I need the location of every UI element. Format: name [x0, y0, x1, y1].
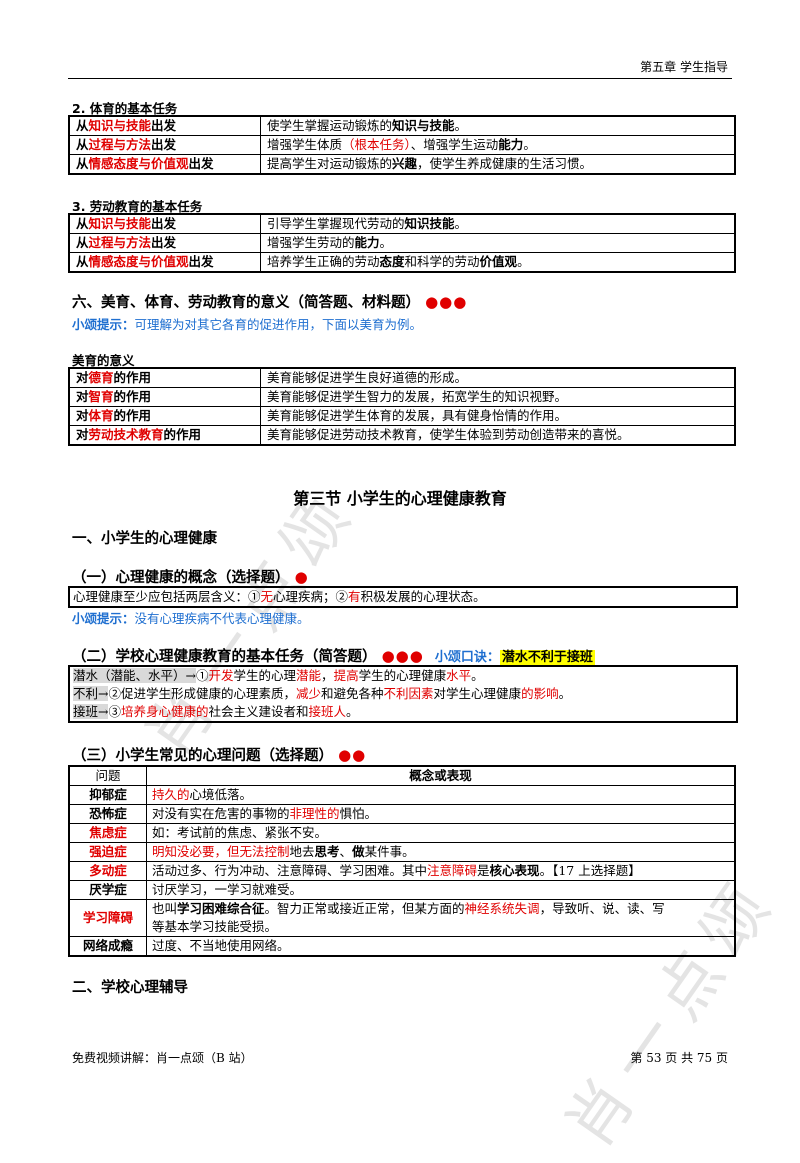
row-desc: 美育能够促进学生智力的发展，拓宽学生的知识视野。	[260, 387, 736, 407]
column-header: 问题	[68, 765, 147, 786]
aesthetic-title: 美育的意义	[72, 353, 135, 368]
importance-dots: ●●	[338, 746, 367, 764]
row-desc: 提高学生对运动锻炼的兴趣，使学生养成健康的生活习惯。	[260, 154, 736, 175]
problem-name: 恐怖症	[68, 804, 147, 824]
concept-box: 心理健康至少应包括两层含义：①无心理疾病；②有积极发展的心理状态。	[68, 586, 738, 608]
problem-name: 网络成瘾	[68, 936, 147, 957]
row-key: 从过程与方法出发	[68, 135, 261, 155]
labor-task-title: 3. 劳动教育的基本任务	[72, 199, 203, 214]
row-key: 从情感态度与价值观出发	[68, 154, 261, 175]
problem-desc: 讨厌学习，一学习就难受。	[146, 880, 736, 900]
mnemonic-text: 潜水不利于接班	[499, 650, 595, 665]
problem-name: 抑郁症	[68, 785, 147, 805]
importance-dots: ●●●	[425, 293, 468, 311]
problem-name: 厌学症	[68, 880, 147, 900]
table-row: 对劳动技术教育的作用 美育能够促进劳动技术教育，使学生体验到劳动创造带来的喜悦。	[68, 425, 736, 446]
page-number: 第 53 页 共 75 页	[630, 1051, 728, 1065]
aesthetic-table: 对德育的作用 美育能够促进学生良好道德的形成。 对智育的作用 美育能够促进学生智…	[68, 367, 736, 446]
importance-dots: ●	[294, 568, 309, 586]
mnemonic-label: 小颂口诀：	[434, 650, 500, 665]
row-key: 从知识与技能出发	[68, 213, 261, 234]
table-row: 对德育的作用 美育能够促进学生良好道德的形成。	[68, 367, 736, 388]
row-desc: 使学生掌握运动锻炼的知识与技能。	[260, 115, 736, 136]
task-line: 不利→②促进学生形成健康的心理素质，减少和避免各种不利因素对学生心理健康的影响。	[73, 686, 572, 701]
problem-desc: 也叫学习困难综合征。智力正常或接近正常，但某方面的神经系统失调，导致听、说、读、…	[146, 899, 736, 937]
header-rule	[68, 78, 732, 79]
pe-task-table: 从知识与技能出发 使学生掌握运动锻炼的知识与技能。 从过程与方法出发 增强学生体…	[68, 115, 736, 175]
row-key: 对智育的作用	[68, 387, 261, 407]
labor-task-table: 从知识与技能出发 引导学生掌握现代劳动的知识技能。 从过程与方法出发 增强学生劳…	[68, 213, 736, 273]
problem-desc: 活动过多、行为冲动、注意障碍、学习困难。其中注意障碍是核心表现。【17 上选择题…	[146, 861, 736, 881]
row-desc: 培养学生正确的劳动态度和科学的劳动价值观。	[260, 252, 736, 273]
table-row: 从知识与技能出发 使学生掌握运动锻炼的知识与技能。	[68, 115, 736, 136]
section-6-tip: 小颂提示：可理解为对其它各育的促进作用，下面以美育为例。	[72, 317, 423, 332]
table-row: 对体育的作用 美育能够促进学生体育的发展，具有健身怡情的作用。	[68, 406, 736, 426]
task-line: 潜水（潜能、水平）→①开发学生的心理潜能，提高学生的心理健康水平。	[73, 668, 484, 683]
problem-name: 学习障碍	[68, 899, 147, 937]
table-row: 从过程与方法出发 增强学生劳动的能力。	[68, 233, 736, 253]
concept-tip: 小颂提示：没有心理疾病不代表心理健康。	[72, 611, 310, 626]
problem-name: 多动症	[68, 861, 147, 881]
row-desc: 美育能够促进学生体育的发展，具有健身怡情的作用。	[260, 406, 736, 426]
row-key: 对德育的作用	[68, 367, 261, 388]
importance-dots: ●●●	[381, 647, 424, 665]
concept-heading: （一）心理健康的概念（选择题） ●	[72, 568, 309, 586]
pe-task-title: 2. 体育的基本任务	[72, 101, 178, 116]
problem-desc: 如：考试前的焦虑、紧张不安。	[146, 823, 736, 843]
problem-desc: 对没有实在危害的事物的非理性的惧怕。	[146, 804, 736, 824]
problem-desc: 持久的心境低落。	[146, 785, 736, 805]
table-row: 从过程与方法出发 增强学生体质（根本任务）、增强学生运动能力。	[68, 135, 736, 155]
row-desc: 美育能够促进劳动技术教育，使学生体验到劳动创造带来的喜悦。	[260, 425, 736, 446]
problems-table: 问题 概念或表现 抑郁症 持久的心境低落。 恐怖症 对没有实在危害的事物的非理性…	[68, 765, 736, 957]
table-row: 从知识与技能出发 引导学生掌握现代劳动的知识技能。	[68, 213, 736, 234]
problem-desc: 过度、不当地使用网络。	[146, 936, 736, 957]
table-row: 对智育的作用 美育能够促进学生智力的发展，拓宽学生的知识视野。	[68, 387, 736, 407]
section-6-heading: 六、美育、体育、劳动教育的意义（简答题、材料题） ●●●	[72, 293, 468, 311]
tasks-heading: （二）学校心理健康教育的基本任务（简答题） ●●● 小颂口诀：潜水不利于接班	[72, 647, 595, 665]
row-key: 对体育的作用	[68, 406, 261, 426]
table-row: 学习障碍 也叫学习困难综合征。智力正常或接近正常，但某方面的神经系统失调，导致听…	[68, 899, 736, 937]
row-desc: 美育能够促进学生良好道德的形成。	[260, 367, 736, 388]
problem-desc: 明知没必要，但无法控制地去思考、做某件事。	[146, 842, 736, 862]
row-key: 从情感态度与价值观出发	[68, 252, 261, 273]
table-row: 多动症 活动过多、行为冲动、注意障碍、学习困难。其中注意障碍是核心表现。【17 …	[68, 861, 736, 881]
row-key: 对劳动技术教育的作用	[68, 425, 261, 446]
section-title: 第三节 小学生的心理健康教育	[293, 489, 507, 508]
table-header-row: 问题 概念或表现	[68, 765, 736, 786]
page-header: 第五章 学生指导	[640, 60, 728, 74]
table-row: 网络成瘾 过度、不当地使用网络。	[68, 936, 736, 957]
tasks-box: 潜水（潜能、水平）→①开发学生的心理潜能，提高学生的心理健康水平。 不利→②促进…	[68, 665, 738, 723]
table-row: 厌学症 讨厌学习，一学习就难受。	[68, 880, 736, 900]
row-desc: 增强学生体质（根本任务）、增强学生运动能力。	[260, 135, 736, 155]
problem-name: 强迫症	[68, 842, 147, 862]
table-row: 从情感态度与价值观出发 提高学生对运动锻炼的兴趣，使学生养成健康的生活习惯。	[68, 154, 736, 175]
table-row: 强迫症 明知没必要，但无法控制地去思考、做某件事。	[68, 842, 736, 862]
row-desc: 增强学生劳动的能力。	[260, 233, 736, 253]
table-row: 从情感态度与价值观出发 培养学生正确的劳动态度和科学的劳动价值观。	[68, 252, 736, 273]
table-row: 抑郁症 持久的心境低落。	[68, 785, 736, 805]
problem-name: 焦虑症	[68, 823, 147, 843]
row-key: 从过程与方法出发	[68, 233, 261, 253]
row-key: 从知识与技能出发	[68, 115, 261, 136]
row-desc: 引导学生掌握现代劳动的知识技能。	[260, 213, 736, 234]
task-line: 接班→③培养身心健康的社会主义建设者和接班人。	[73, 704, 359, 719]
problems-heading: （三）小学生常见的心理问题（选择题） ●●	[72, 746, 367, 764]
subsection-2-heading: 二、学校心理辅导	[72, 980, 188, 996]
table-row: 焦虑症 如：考试前的焦虑、紧张不安。	[68, 823, 736, 843]
table-row: 恐怖症 对没有实在危害的事物的非理性的惧怕。	[68, 804, 736, 824]
column-header: 概念或表现	[146, 765, 736, 786]
footer-left: 免费视频讲解：肖一点颂（B 站）	[72, 1051, 253, 1065]
subsection-1-heading: 一、小学生的心理健康	[72, 531, 217, 547]
